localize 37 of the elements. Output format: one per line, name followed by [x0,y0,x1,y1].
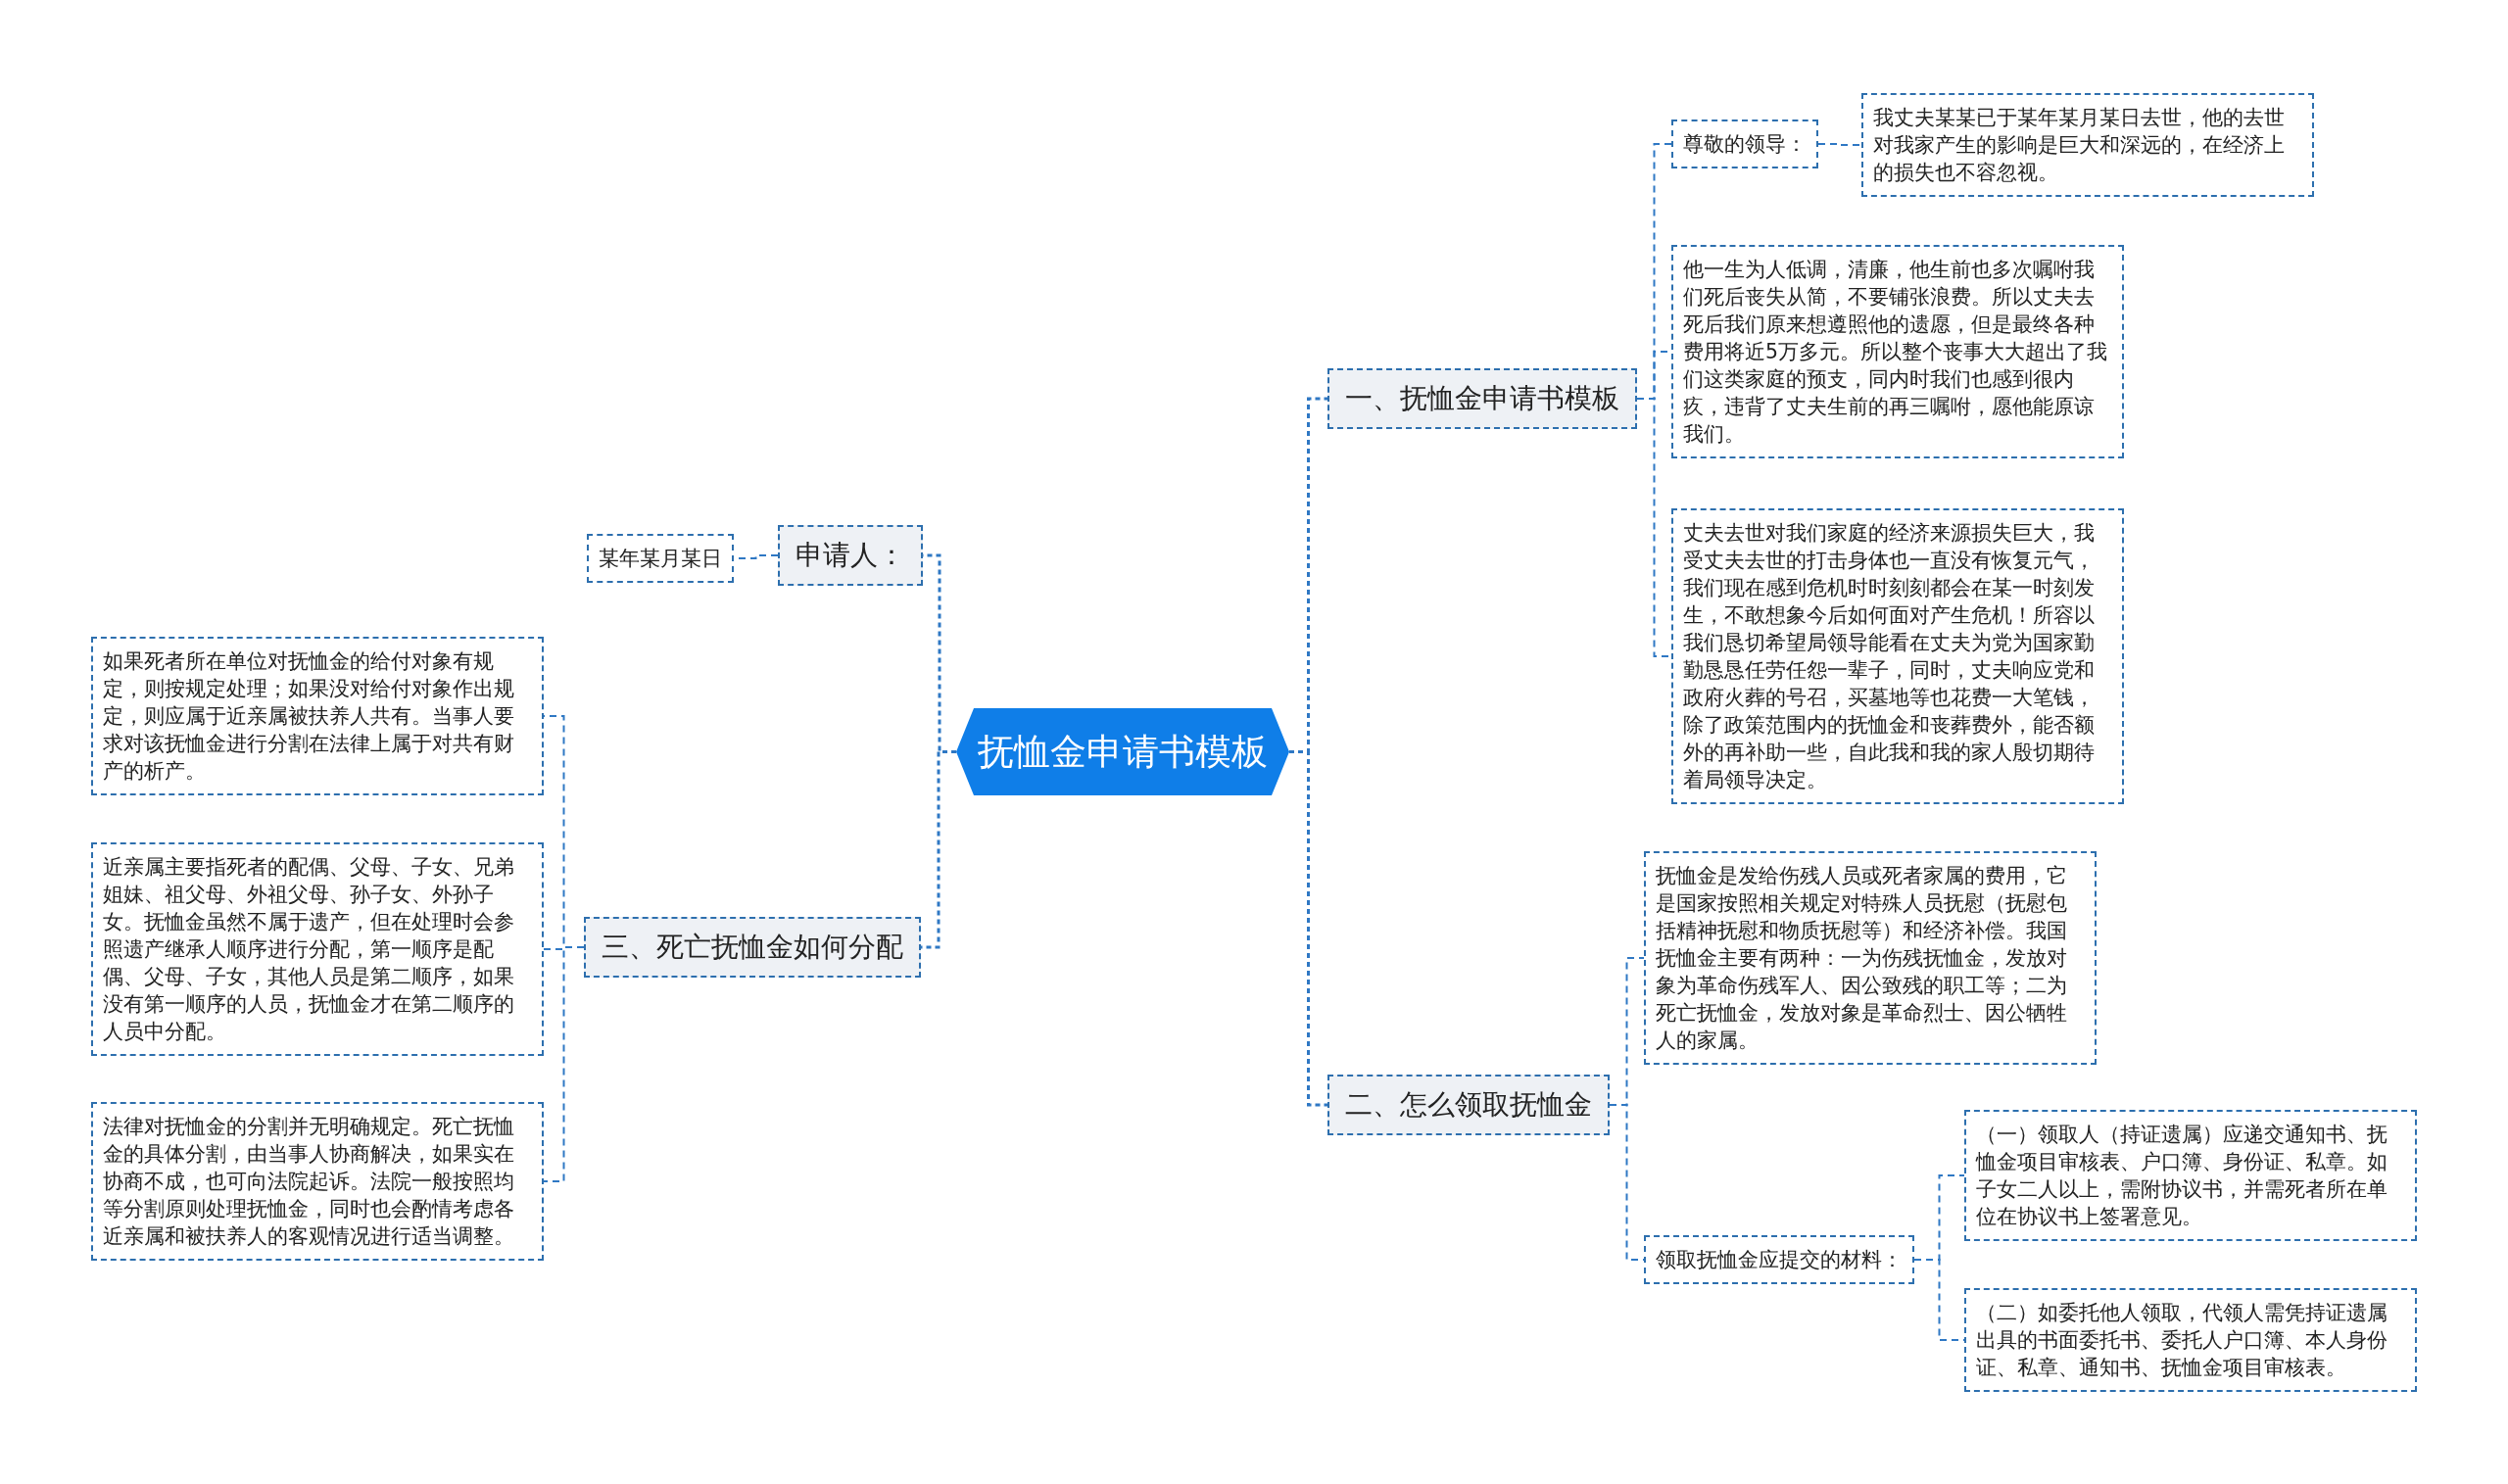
note-box [1861,93,2314,197]
note-text: 他一生为人低调，清廉，他生前也多次嘱咐我们死后丧失从简，不要铺张浪费。所以丈夫去死后我们原来想遵照他的遗愿，但是最终各种费用将近5万多元。所以整个丧事大大超出了我们这类家庭的预支，同内时我们也感到很内疚，违背了丈夫生前的再三嘱咐，愿他能原谅我们。 [1683,258,2108,446]
topic-box [778,525,923,586]
note-text: 某年某月某日 [599,547,722,570]
note-box [91,842,544,1056]
note-box [587,534,734,583]
note-text: 尊敬的领导： [1683,132,1807,156]
note-box [1644,851,2097,1065]
topic-text: 申请人： [796,539,905,571]
topic-box [584,917,921,978]
note-text: 领取抚恤金应提交的材料： [1656,1248,1903,1271]
connector-line [1289,750,1327,1107]
note-text: （一）领取人（持证遗属）应递交通知书、抚恤金项目审核表、户口簿、身份证、私章。如子女二人以上，需附协议书，并需死者所在单位在协议书上签署意见。 [1976,1123,2387,1228]
note-box [1964,1110,2417,1241]
topic-text: 二、怎么领取抚恤金 [1345,1088,1592,1121]
connector-line [1817,143,1862,146]
note-box [91,637,544,795]
note-box [1671,120,1818,168]
central-topic-hexagon [956,708,1289,795]
connector-line [543,946,585,1182]
note-text: （二）如委托他人领取，代领人需凭持证遗属出具的书面委托书、委托人户口簿、本人身份证、私章、通知书、抚恤金项目审核表。 [1976,1301,2387,1379]
topic-text: 三、死亡抚恤金如何分配 [602,931,903,963]
note-text: 抚恤金是发给伤残人员或死者家属的费用，它是国家按照相关规定对特殊人员抚慰（抚慰包括精神抚慰和物质抚慰等）和经济补偿。我国抚恤金主要有两种：一为伤残抚恤金，发放对象为革命伤残军人、因公致残的职工等；二为死亡抚恤金，发放对象是革命烈士、因公牺牲人的家属。 [1656,864,2067,1052]
topic-box [1327,368,1637,429]
note-text: 近亲属主要指死者的配偶、父母、子女、兄弟姐妹、祖父母、外祖父母、孙子女、外孙子女。抚恤金虽然不属于遗产，但在处理时会参照遗产继承人顺序进行分配，第一顺序是配偶、父母、子女，其他人员是第二顺序，如果没有第一顺序的人员，抚恤金才在第二顺序的人员中分配。 [103,855,514,1043]
note-text: 如果死者所在单位对抚恤金的给付对象有规定，则按规定处理；如果没对给付对象作出规定，则应属于近亲属被扶养人共有。当事人要求对该抚恤金进行分割在法律上属于对共有财产的析产。 [103,649,514,783]
note-box [1671,508,2124,804]
note-text: 法律对抚恤金的分割并无明确规定。死亡抚恤金的具体分割，由当事人协商解决，如果实在协商不成，也可向法院起诉。法院一般按照均等分割原则处理抚恤金，同时也会酌情考虑各近亲属和被扶养人的客观情况进行适当调整。 [103,1115,514,1248]
note-box [1644,1235,1914,1284]
note-box [1671,245,2124,458]
topic-box [1327,1075,1610,1135]
note-box [91,1102,544,1261]
note-box [1964,1288,2417,1392]
topic-text: 一、抚恤金申请书模板 [1345,382,1619,414]
title-text: 抚恤金申请书模板 [978,729,1268,775]
note-text: 我丈夫某某已于某年某月某日去世，他的去世对我家产生的影响是巨大和深远的，在经济上的损失也不容忽视。 [1873,106,2285,184]
note-text: 丈夫去世对我们家庭的经济来源损失巨大，我受丈夫去世的打击身体也一直没有恢复元气，我们现在感到危机时时刻刻都会在某一时刻发生，不敢想象今后如何面对产生危机！所容以我们恳切希望局领导能看在丈夫为党为国家勤勤恳恳任劳任怨一辈子，同时，丈夫响应党和政府火葬的号召，买墓地等也花费一大笔钱，除了政策范围内的抚恤金和丧葬费外，能否额外的再补助一些，自此我和我的家人殷切期待着局领导决定。 [1683,521,2095,791]
